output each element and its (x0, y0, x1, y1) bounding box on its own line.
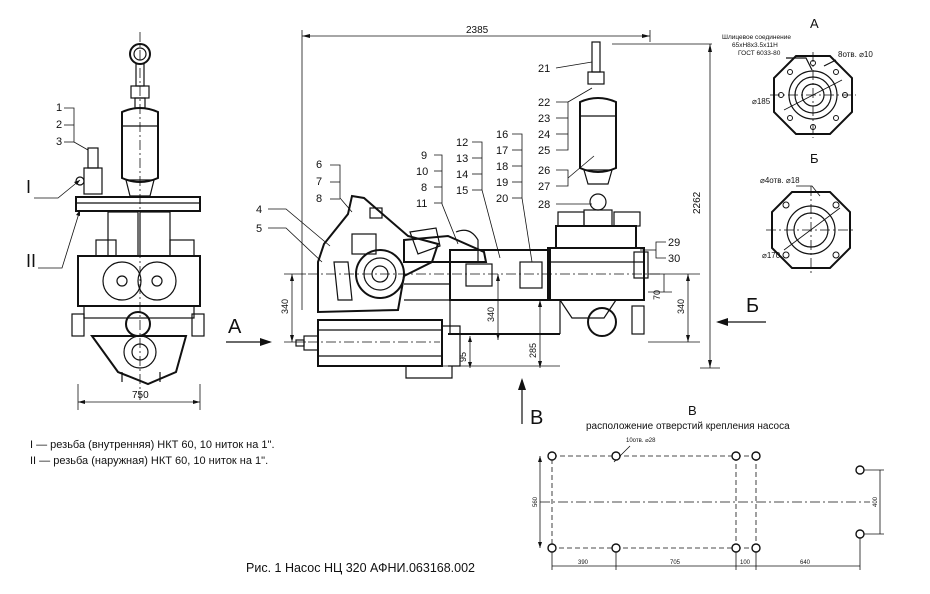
dim-340-left: 340 (280, 299, 290, 314)
view-a-holes-label: 8отв. ⌀10 (838, 50, 873, 59)
arrow-c-head (518, 378, 526, 390)
view-c-dim-705: 705 (670, 560, 681, 566)
callout-7: 7 (316, 176, 322, 188)
callout-8: 8 (316, 193, 322, 205)
dim-285: 285 (528, 343, 538, 358)
mount-hole (751, 543, 761, 553)
dim-total-length: 2385 (466, 25, 489, 36)
callout-14: 14 (456, 169, 468, 181)
mount-hole (731, 543, 741, 553)
callout-2: 2 (56, 119, 62, 131)
callout-15: 15 (456, 185, 468, 197)
view-a-letter: А (810, 16, 819, 31)
mount-hole (855, 465, 865, 475)
callout-13: 13 (456, 153, 468, 165)
callout-18: 18 (496, 161, 508, 173)
callout-8b: 8 (421, 182, 427, 194)
figure-caption: Рис. 1 Насос НЦ 320 АФНИ.063168.002 (246, 561, 476, 575)
main-front-view: 2385 2262 (226, 25, 766, 429)
callout-28: 28 (538, 199, 550, 211)
left-dim-width: 750 (132, 390, 149, 401)
left-manifold (75, 196, 201, 212)
view-a-spline-spec: 65xH8x3.5x11H (732, 42, 778, 49)
dim-340-right: 340 (676, 299, 686, 314)
callout-3: 3 (56, 136, 62, 148)
left-side-view: 750 1 2 3 I II (26, 32, 205, 410)
callout-30: 30 (668, 253, 680, 265)
callout-10: 10 (416, 166, 428, 178)
callout-4: 4 (256, 204, 262, 216)
frame-block (449, 249, 551, 301)
dim-70: 70 (652, 290, 662, 300)
view-c-frame (551, 455, 737, 549)
callout-17: 17 (496, 145, 508, 157)
view-c-title: расположение отверстий крепления насоса (586, 421, 790, 432)
view-c-holes-label: 10отв. ⌀28 (626, 438, 656, 444)
gearbox-housing (317, 194, 440, 314)
main-callouts: 4 5 6 7 8 9 10 8 11 12 13 14 15 16 17 18… (256, 63, 680, 265)
arrow-label-a: А (228, 316, 242, 338)
callout-5: 5 (256, 223, 262, 235)
callout-16: 16 (496, 129, 508, 141)
callout-29: 29 (668, 237, 680, 249)
view-c: В расположение отверстий крепления насос… (533, 403, 884, 570)
view-b-diameter: ⌀170 (762, 251, 781, 260)
mount-hole (611, 451, 621, 461)
thread-note-2: II — резьба (наружная) НКТ 60, 10 ниток … (30, 455, 269, 467)
view-a-spline-gost: ГОСТ 6033-80 (738, 50, 781, 57)
arrow-b-head (716, 318, 728, 326)
view-b: Б ⌀4отв. ⌀18 ⌀170 (760, 151, 856, 274)
dim-total-height: 2262 (692, 191, 703, 214)
mount-hole (751, 451, 761, 461)
motor-body (317, 319, 443, 367)
view-a-spline-title: Шлицевое соединение (722, 34, 791, 41)
view-c-dim-390: 390 (578, 560, 589, 566)
view-a-flange (773, 55, 853, 135)
left-lower-housing (90, 335, 188, 386)
callout-9: 9 (421, 150, 427, 162)
callout-27: 27 (538, 181, 550, 193)
callout-25: 25 (538, 145, 550, 157)
dim-340-mid: 340 (486, 307, 496, 322)
view-c-dim-right: 400 (873, 496, 879, 507)
view-c-dim-100: 100 (740, 560, 751, 566)
callout-12: 12 (456, 137, 468, 149)
view-b-flange (771, 191, 851, 269)
callout-19: 19 (496, 177, 508, 189)
arrow-label-b: Б (746, 295, 759, 317)
callout-1: 1 (56, 102, 62, 114)
mount-hole (855, 529, 865, 539)
left-body (77, 255, 201, 307)
dim-95: 95 (458, 352, 468, 362)
right-accumulator (579, 97, 617, 173)
mounting-holes (547, 451, 865, 553)
view-b-holes-label: ⌀4отв. ⌀18 (760, 176, 800, 185)
thread-note-1: I — резьба (внутренняя) НКТ 60, 10 ниток… (30, 439, 275, 451)
callout-24: 24 (538, 129, 550, 141)
view-a-diameter: ⌀185 (752, 97, 771, 106)
callout-23: 23 (538, 113, 550, 125)
callout-11: 11 (416, 198, 427, 210)
callout-21: 21 (538, 63, 550, 75)
mount-hole (611, 543, 621, 553)
view-a: А Шлицевое соединение 65xH8x3.5x11H ГОСТ… (722, 16, 873, 138)
view-b-letter: Б (810, 151, 819, 166)
callout-26: 26 (538, 165, 550, 177)
arrow-a-head (260, 338, 272, 346)
view-c-letter: В (688, 403, 697, 418)
mount-hole (547, 543, 557, 553)
callout-20: 20 (496, 193, 508, 205)
thread-mark-two: II (26, 251, 36, 271)
view-c-dim-640: 640 (800, 560, 811, 566)
callout-22: 22 (538, 97, 550, 109)
view-c-dim-height: 560 (533, 496, 539, 507)
thread-mark-one: I (26, 177, 31, 197)
callout-6: 6 (316, 159, 322, 171)
mount-hole (731, 451, 741, 461)
mount-hole (547, 451, 557, 461)
hydraulic-end (547, 247, 645, 301)
arrow-label-c: В (530, 407, 543, 429)
